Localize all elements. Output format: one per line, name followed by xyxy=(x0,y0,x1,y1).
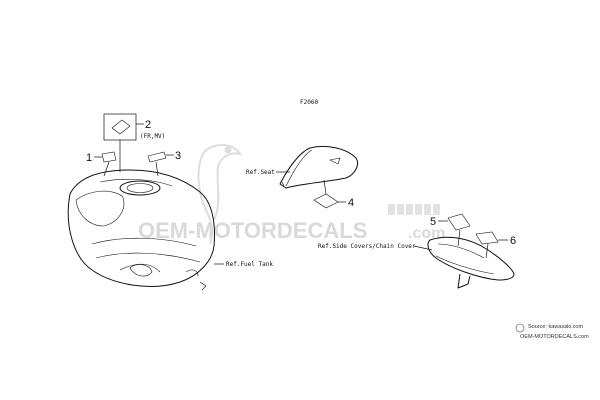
source-line-2: OEM-MOTORDECALS.com xyxy=(520,334,589,340)
ref-fuel-tank: Ref.Fuel Tank xyxy=(226,261,273,268)
callout-5: 5 xyxy=(430,213,471,247)
watermark-brand-suffix: .com xyxy=(408,225,445,242)
callout-4-number: 4 xyxy=(348,197,354,209)
callout-2: 2 (FR,MV) xyxy=(103,113,165,172)
watermark-brand: OEM-MOTORDECALS xyxy=(138,218,367,243)
fuel-tank xyxy=(67,169,215,291)
side-chain-cover xyxy=(427,236,515,289)
callout-3: 3 xyxy=(147,150,181,177)
diagram-code: F2060 xyxy=(300,99,318,106)
source-line-1: Source: kawasaki.com xyxy=(528,324,583,330)
ref-seat: Ref.Seat xyxy=(246,169,275,176)
watermark-decal-strip xyxy=(388,204,440,215)
callout-2-note: (FR,MV) xyxy=(140,133,165,140)
callout-3-number: 3 xyxy=(175,150,181,162)
ref-side-covers: Ref.Side Covers/Chain Cover xyxy=(318,243,416,250)
callout-1-number: 1 xyxy=(86,152,92,164)
seat xyxy=(279,145,359,189)
callout-6: 6 xyxy=(475,231,516,259)
source-credit: Source: kawasaki.com OEM-MOTORDECALS.com xyxy=(515,323,589,340)
watermark: OEM-MOTORDECALS .com xyxy=(138,144,445,245)
watermark-bird-logo xyxy=(197,144,243,245)
callout-2-number: 2 xyxy=(145,119,151,131)
callout-6-number: 6 xyxy=(510,235,516,247)
callout-4: 4 xyxy=(313,179,354,209)
callout-5-number: 5 xyxy=(430,216,436,228)
source-logo-icon xyxy=(515,323,525,333)
callout-1: 1 xyxy=(86,151,117,177)
